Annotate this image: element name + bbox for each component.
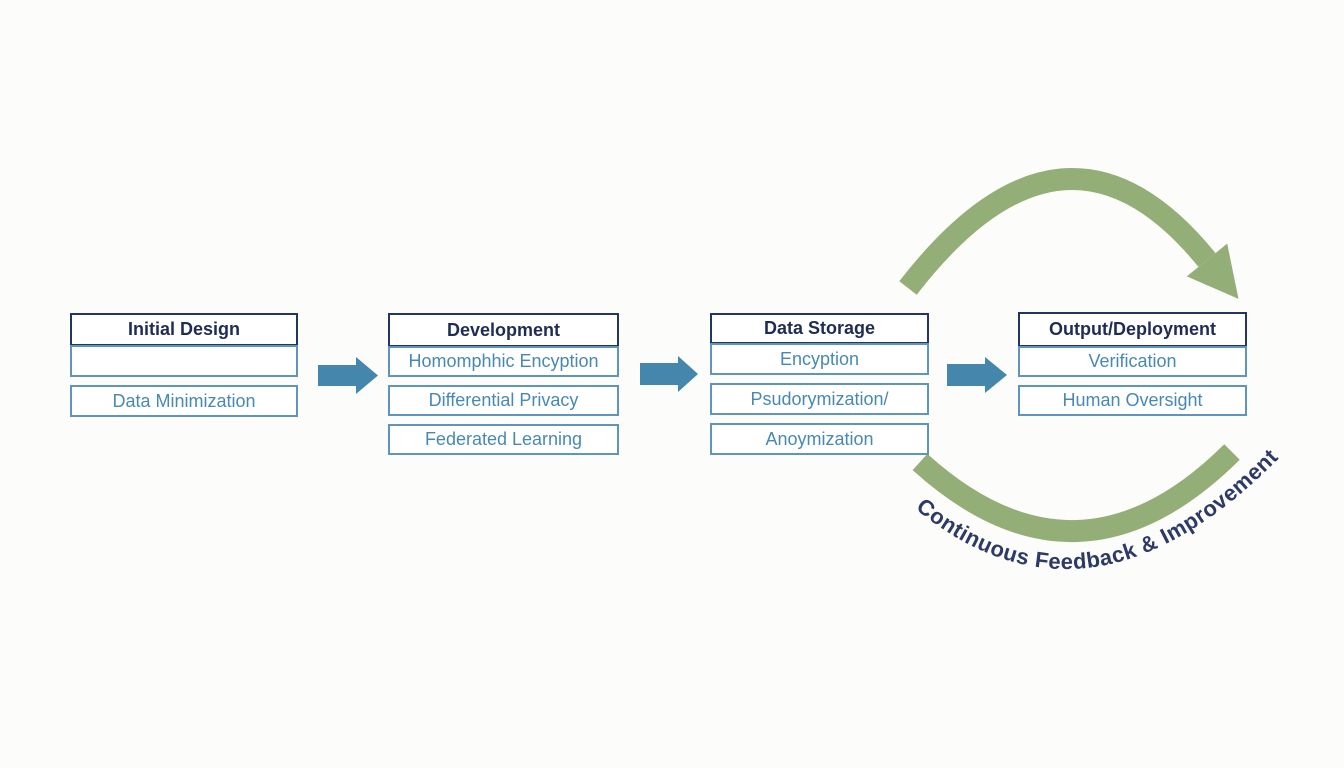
- stage-header-data-storage: Data Storage: [710, 313, 929, 344]
- stage-initial-design: Initial Design Data Minimization: [70, 313, 298, 417]
- stage-item-verification: Verification: [1018, 346, 1247, 377]
- stage-data-storage: Data Storage Encyption Psudorymization/ …: [710, 313, 929, 455]
- stage-header-output-deployment: Output/Deployment: [1018, 312, 1247, 347]
- stage-header-development: Development: [388, 313, 619, 347]
- stage-development: Development Homomphhic Encyption Differe…: [388, 313, 619, 455]
- feedback-loop-arc-bottom: [912, 444, 1240, 542]
- stage-item-anonymization: Anoymization: [710, 423, 929, 455]
- flow-arrow-icon-2: [640, 356, 698, 392]
- stage-item-homomorphic-encryption: Homomphhic Encyption: [388, 346, 619, 377]
- stage-header-initial-design: Initial Design: [70, 313, 298, 346]
- stage-item-differential-privacy: Differential Privacy: [388, 385, 619, 416]
- stage-item-pseudonymization: Psudorymization/: [710, 383, 929, 415]
- stage-item-federated-learning: Federated Learning: [388, 424, 619, 455]
- stage-item-human-oversight: Human Oversight: [1018, 385, 1247, 416]
- flow-arrow-icon-1: [318, 357, 378, 394]
- stage-item-encryption: Encyption: [710, 343, 929, 375]
- stage-output-deployment: Output/Deployment Verification Human Ove…: [1018, 312, 1247, 416]
- stage-item-data-minimization: Data Minimization: [70, 385, 298, 417]
- stage-item-empty: [70, 345, 298, 377]
- flow-arrow-icon-3: [947, 357, 1007, 393]
- feedback-loop-arc-top: [899, 168, 1216, 295]
- feedback-loop-arrowhead-icon: [1186, 243, 1239, 299]
